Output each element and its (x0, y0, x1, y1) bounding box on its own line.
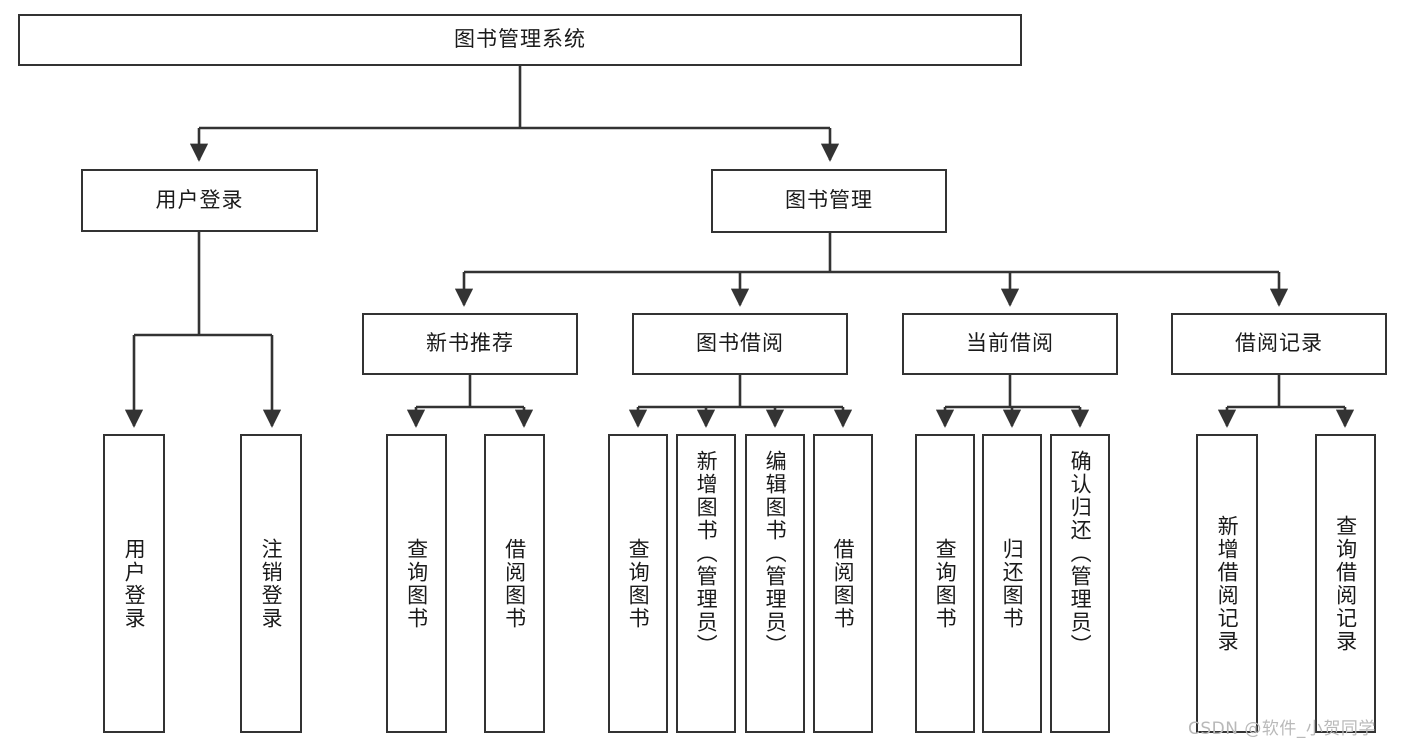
leaf-book-borrow-borrow[interactable]: 借阅图书 (813, 434, 873, 733)
node-current-borrow[interactable]: 当前借阅 (902, 313, 1118, 375)
leaf-new-book-query[interactable]: 查询图书 (386, 434, 447, 733)
node-label: 当前借阅 (966, 331, 1054, 356)
node-label: 归还图书 (1000, 537, 1025, 630)
node-label: 图书管理 (785, 188, 873, 213)
node-label: 查询图书 (626, 537, 651, 630)
node-label: 新书推荐 (426, 331, 514, 356)
leaf-borrow-record-add[interactable]: 新增借阅记录 (1196, 434, 1258, 733)
leaf-user-login-login[interactable]: 用户登录 (103, 434, 165, 733)
node-root-book-management-system[interactable]: 图书管理系统 (18, 14, 1022, 66)
node-label: 查询借阅记录 (1333, 514, 1358, 653)
node-borrow-record[interactable]: 借阅记录 (1171, 313, 1387, 375)
node-label: 用户登录 (155, 187, 244, 212)
leaf-current-borrow-confirm-return-admin[interactable]: 确认归还（管理员） (1050, 434, 1110, 733)
leaf-user-login-logout[interactable]: 注销登录 (240, 434, 302, 733)
watermark: CSDN @软件_小贺同学 (1188, 719, 1376, 739)
node-label: 编辑图书（管理员） (763, 450, 788, 657)
leaf-book-borrow-query[interactable]: 查询图书 (608, 434, 668, 733)
node-label: 图书借阅 (696, 331, 784, 356)
node-label: 查询图书 (933, 537, 958, 630)
leaf-current-borrow-return[interactable]: 归还图书 (982, 434, 1042, 733)
node-new-book-recommend[interactable]: 新书推荐 (362, 313, 578, 375)
node-label: 用户登录 (122, 537, 147, 630)
node-label: 查询图书 (404, 537, 429, 630)
node-label: 图书管理系统 (454, 27, 586, 52)
node-label: 新增借阅记录 (1215, 514, 1240, 653)
node-user-login[interactable]: 用户登录 (81, 169, 318, 232)
leaf-book-borrow-edit-admin[interactable]: 编辑图书（管理员） (745, 434, 805, 733)
leaf-new-book-borrow[interactable]: 借阅图书 (484, 434, 545, 733)
node-label: 借阅图书 (831, 537, 856, 630)
leaf-book-borrow-add-admin[interactable]: 新增图书（管理员） (676, 434, 736, 733)
node-book-management[interactable]: 图书管理 (711, 169, 947, 233)
leaf-borrow-record-query[interactable]: 查询借阅记录 (1315, 434, 1376, 733)
node-label: 借阅记录 (1235, 331, 1323, 356)
leaf-current-borrow-query[interactable]: 查询图书 (915, 434, 975, 733)
node-book-borrow[interactable]: 图书借阅 (632, 313, 848, 375)
node-label: 新增图书（管理员） (694, 450, 719, 657)
node-label: 注销登录 (259, 537, 284, 630)
node-label: 确认归还（管理员） (1068, 450, 1093, 657)
node-label: 借阅图书 (502, 537, 527, 630)
